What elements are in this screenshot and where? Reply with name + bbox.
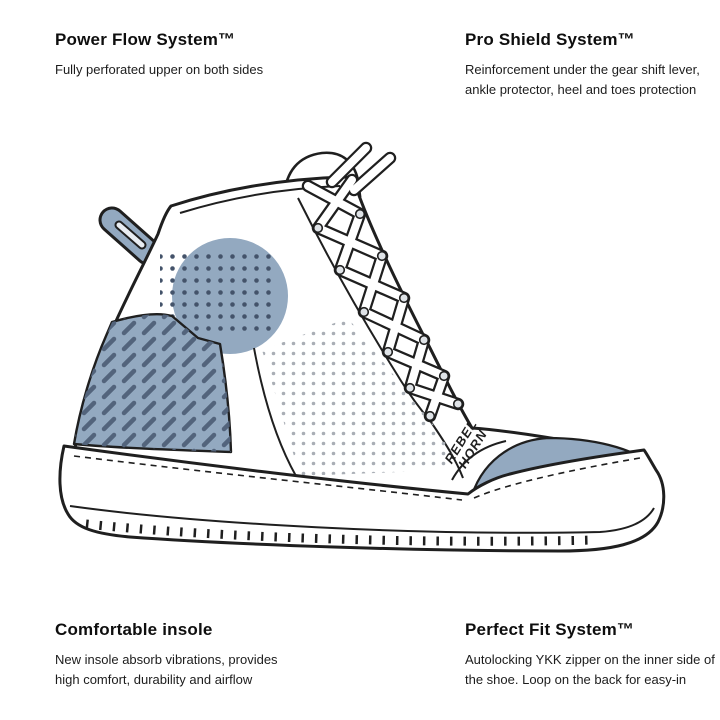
feature-title: Pro Shield System™	[465, 30, 635, 49]
feature-description: New insole absorb vibrations, provides h…	[55, 652, 278, 687]
feature-power-flow: Power Flow System™ Fully perforated uppe…	[55, 30, 385, 80]
feature-description: Reinforcement under the gear shift lever…	[465, 62, 700, 97]
feature-title: Comfortable insole	[55, 620, 213, 639]
eyelets	[312, 208, 464, 422]
heel-pull-tab-icon	[98, 206, 162, 266]
toe-seam	[451, 440, 507, 481]
feature-description: Fully perforated upper on both sides	[55, 62, 264, 77]
perforation-panel	[262, 318, 452, 476]
feature-comfortable-insole: Comfortable insole New insole absorb vib…	[55, 620, 303, 689]
feature-title: Power Flow System™	[55, 30, 236, 49]
laces	[301, 141, 465, 423]
feature-pro-shield: Pro Shield System™ Reinforcement under t…	[465, 30, 717, 99]
feature-description: Autolocking YKK zipper on the inner side…	[465, 652, 715, 687]
feature-perfect-fit: Perfect Fit System™ Autolocking YKK zipp…	[465, 620, 720, 689]
sole	[58, 444, 666, 553]
feature-title: Perfect Fit System™	[465, 620, 635, 639]
heel-panel	[72, 313, 233, 454]
